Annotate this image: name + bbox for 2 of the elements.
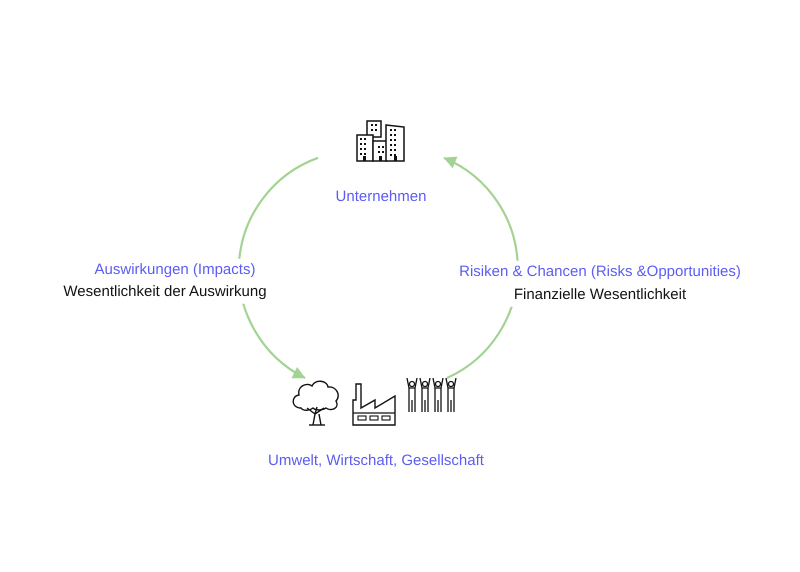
node-label: Unternehmen — [336, 186, 426, 206]
node-label: Umwelt, Wirtschaft, Gesellschaft — [268, 450, 484, 470]
